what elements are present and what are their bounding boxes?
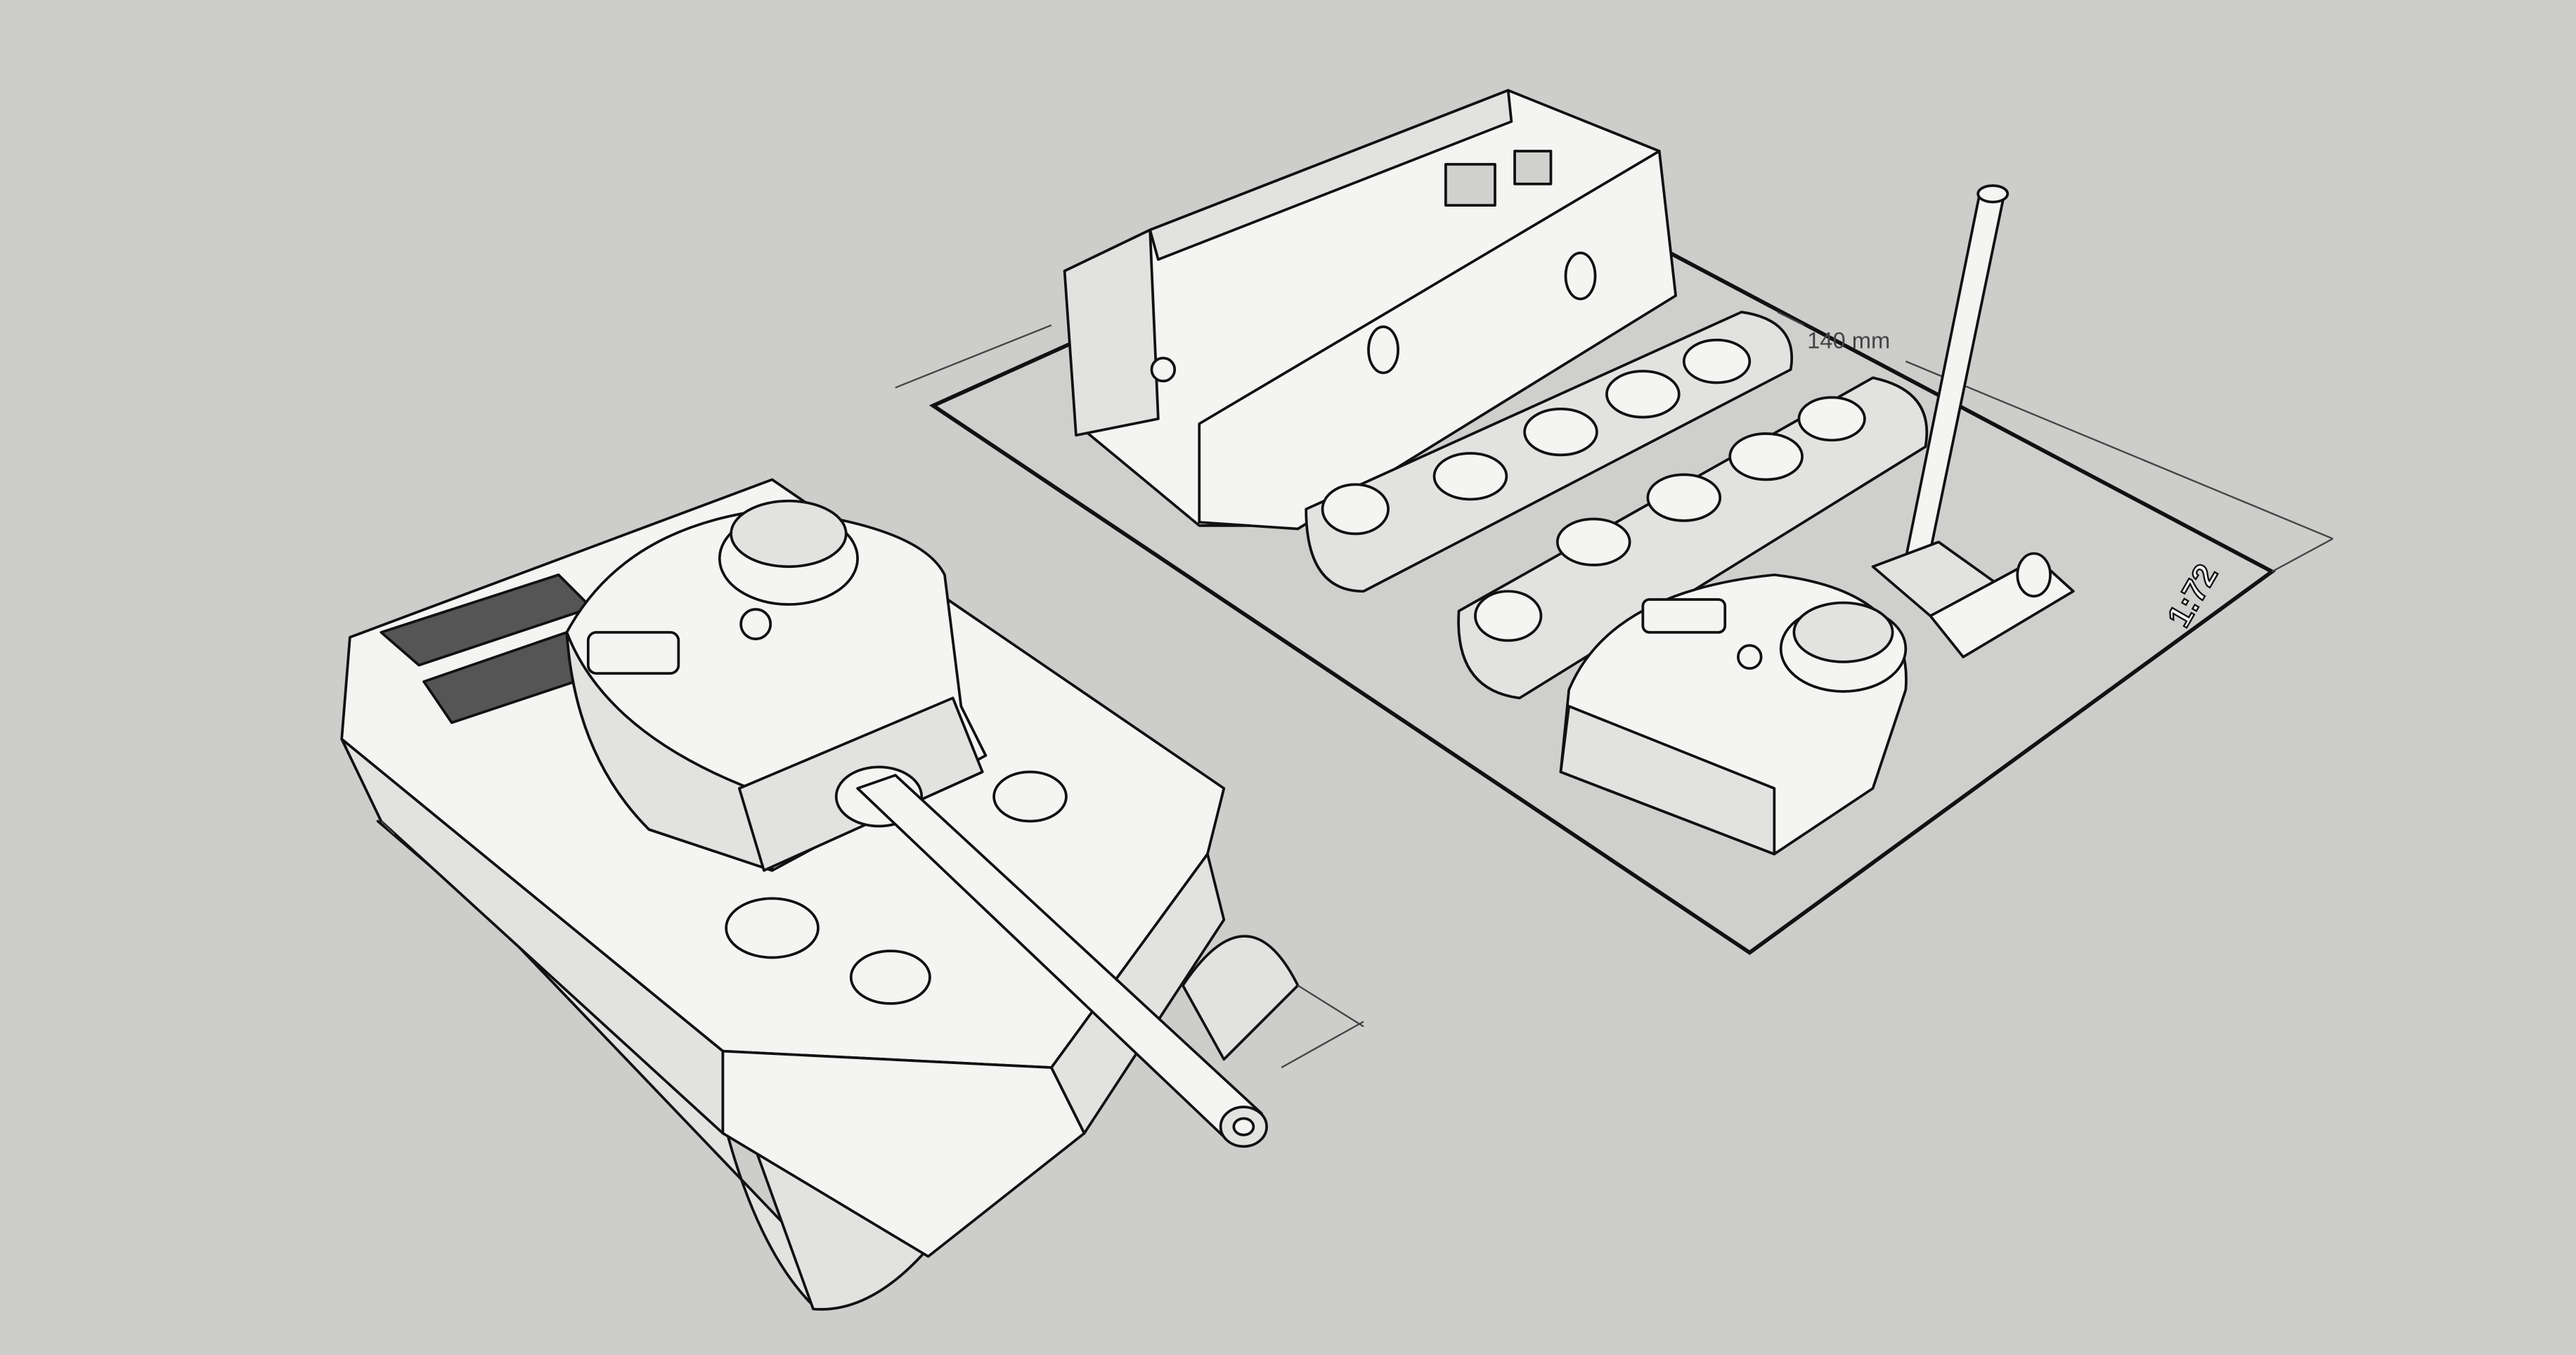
gun-barrel-part[interactable] [1871, 184, 2075, 659]
tank-dimension [380, 820, 1364, 1069]
dimension-extension-line [895, 324, 1052, 389]
right-track [1182, 935, 1300, 1061]
hull-side-parts[interactable] [1063, 89, 1677, 531]
track-parts[interactable] [1305, 311, 1929, 700]
dimension-line [1905, 361, 2334, 540]
assembled-tank[interactable] [340, 478, 1300, 1311]
dimension-label: 140 mm [1807, 327, 1890, 353]
dimension-140mm[interactable]: 140 mm [895, 311, 2334, 573]
turret-part[interactable] [1559, 573, 1908, 856]
